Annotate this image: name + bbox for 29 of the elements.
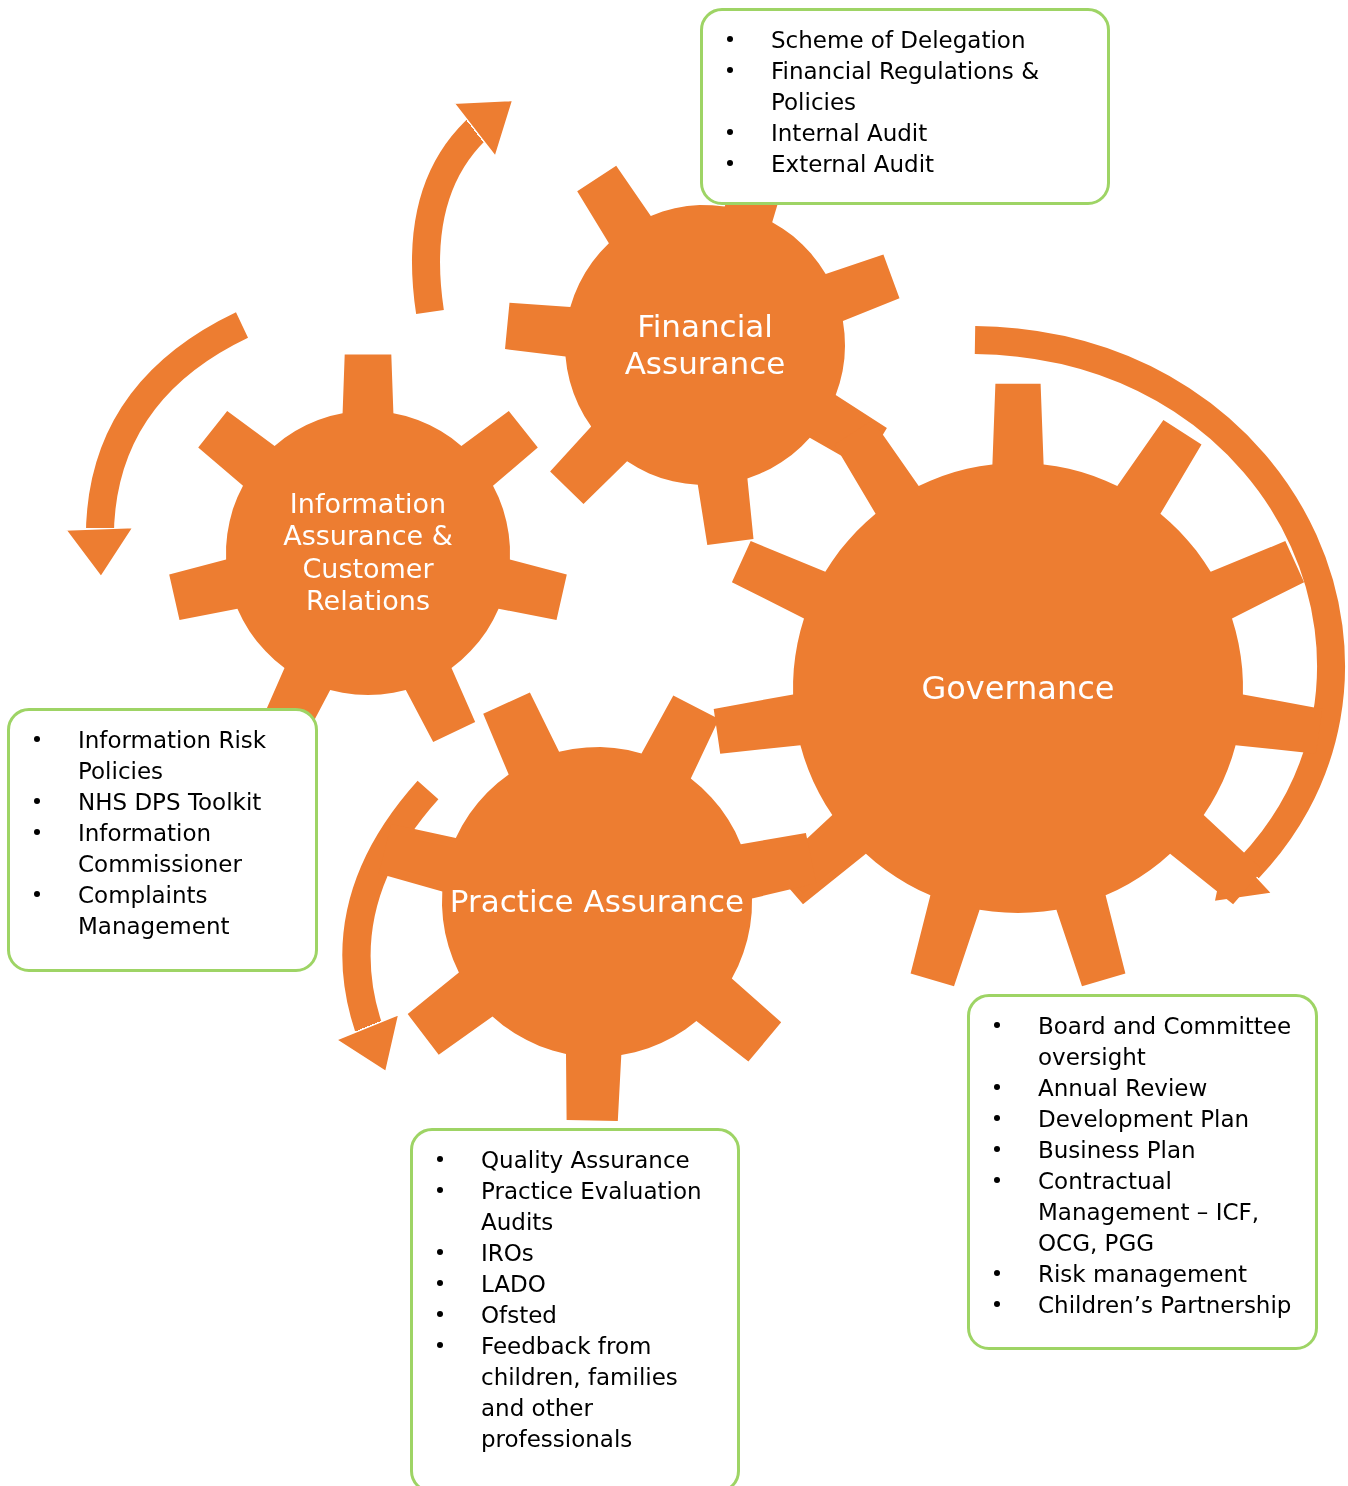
gear-label: Financial Assurance xyxy=(623,307,787,383)
list-item: Feedback from children, families and other professionals xyxy=(481,1332,679,1454)
list-item: Annual Review xyxy=(1038,1074,1208,1103)
list-item: Risk management xyxy=(1038,1260,1248,1289)
list-item: Development Plan xyxy=(1038,1105,1250,1134)
gear-label: Information Assurance & Customer Relations xyxy=(282,488,454,618)
list-item: IROs xyxy=(481,1239,534,1268)
list-item: Scheme of Delegation xyxy=(771,26,1026,55)
list-item: Quality Assurance xyxy=(481,1146,690,1175)
bullet-list-box xyxy=(410,1128,740,1486)
list-item: Complaints Management xyxy=(78,881,231,941)
list-item: Financial Regulations & Policies xyxy=(771,57,1041,117)
list-item: Information Risk Policies xyxy=(78,726,268,786)
list-item: NHS DPS Toolkit xyxy=(78,788,262,817)
list-item: Board and Committee oversight xyxy=(1038,1012,1293,1072)
list-item: Practice Evaluation Audits xyxy=(481,1177,703,1237)
list-item: External Audit xyxy=(771,150,935,179)
bullet-list-box xyxy=(7,708,318,972)
list-item: Contractual Management – ICF, OCG, PGG xyxy=(1038,1167,1260,1258)
gear-label: Governance xyxy=(920,668,1116,708)
list-item: Information Commissioner xyxy=(78,819,243,879)
list-item: Business Plan xyxy=(1038,1136,1196,1165)
bullet-list-box xyxy=(967,994,1318,1350)
list-item: Internal Audit xyxy=(771,119,928,148)
list-item: LADO xyxy=(481,1270,546,1299)
list-item: Ofsted xyxy=(481,1301,557,1330)
list-item: Children’s Partnership xyxy=(1038,1291,1292,1320)
bullet-list-box xyxy=(700,8,1110,205)
gear-label: Practice Assurance xyxy=(448,883,746,921)
